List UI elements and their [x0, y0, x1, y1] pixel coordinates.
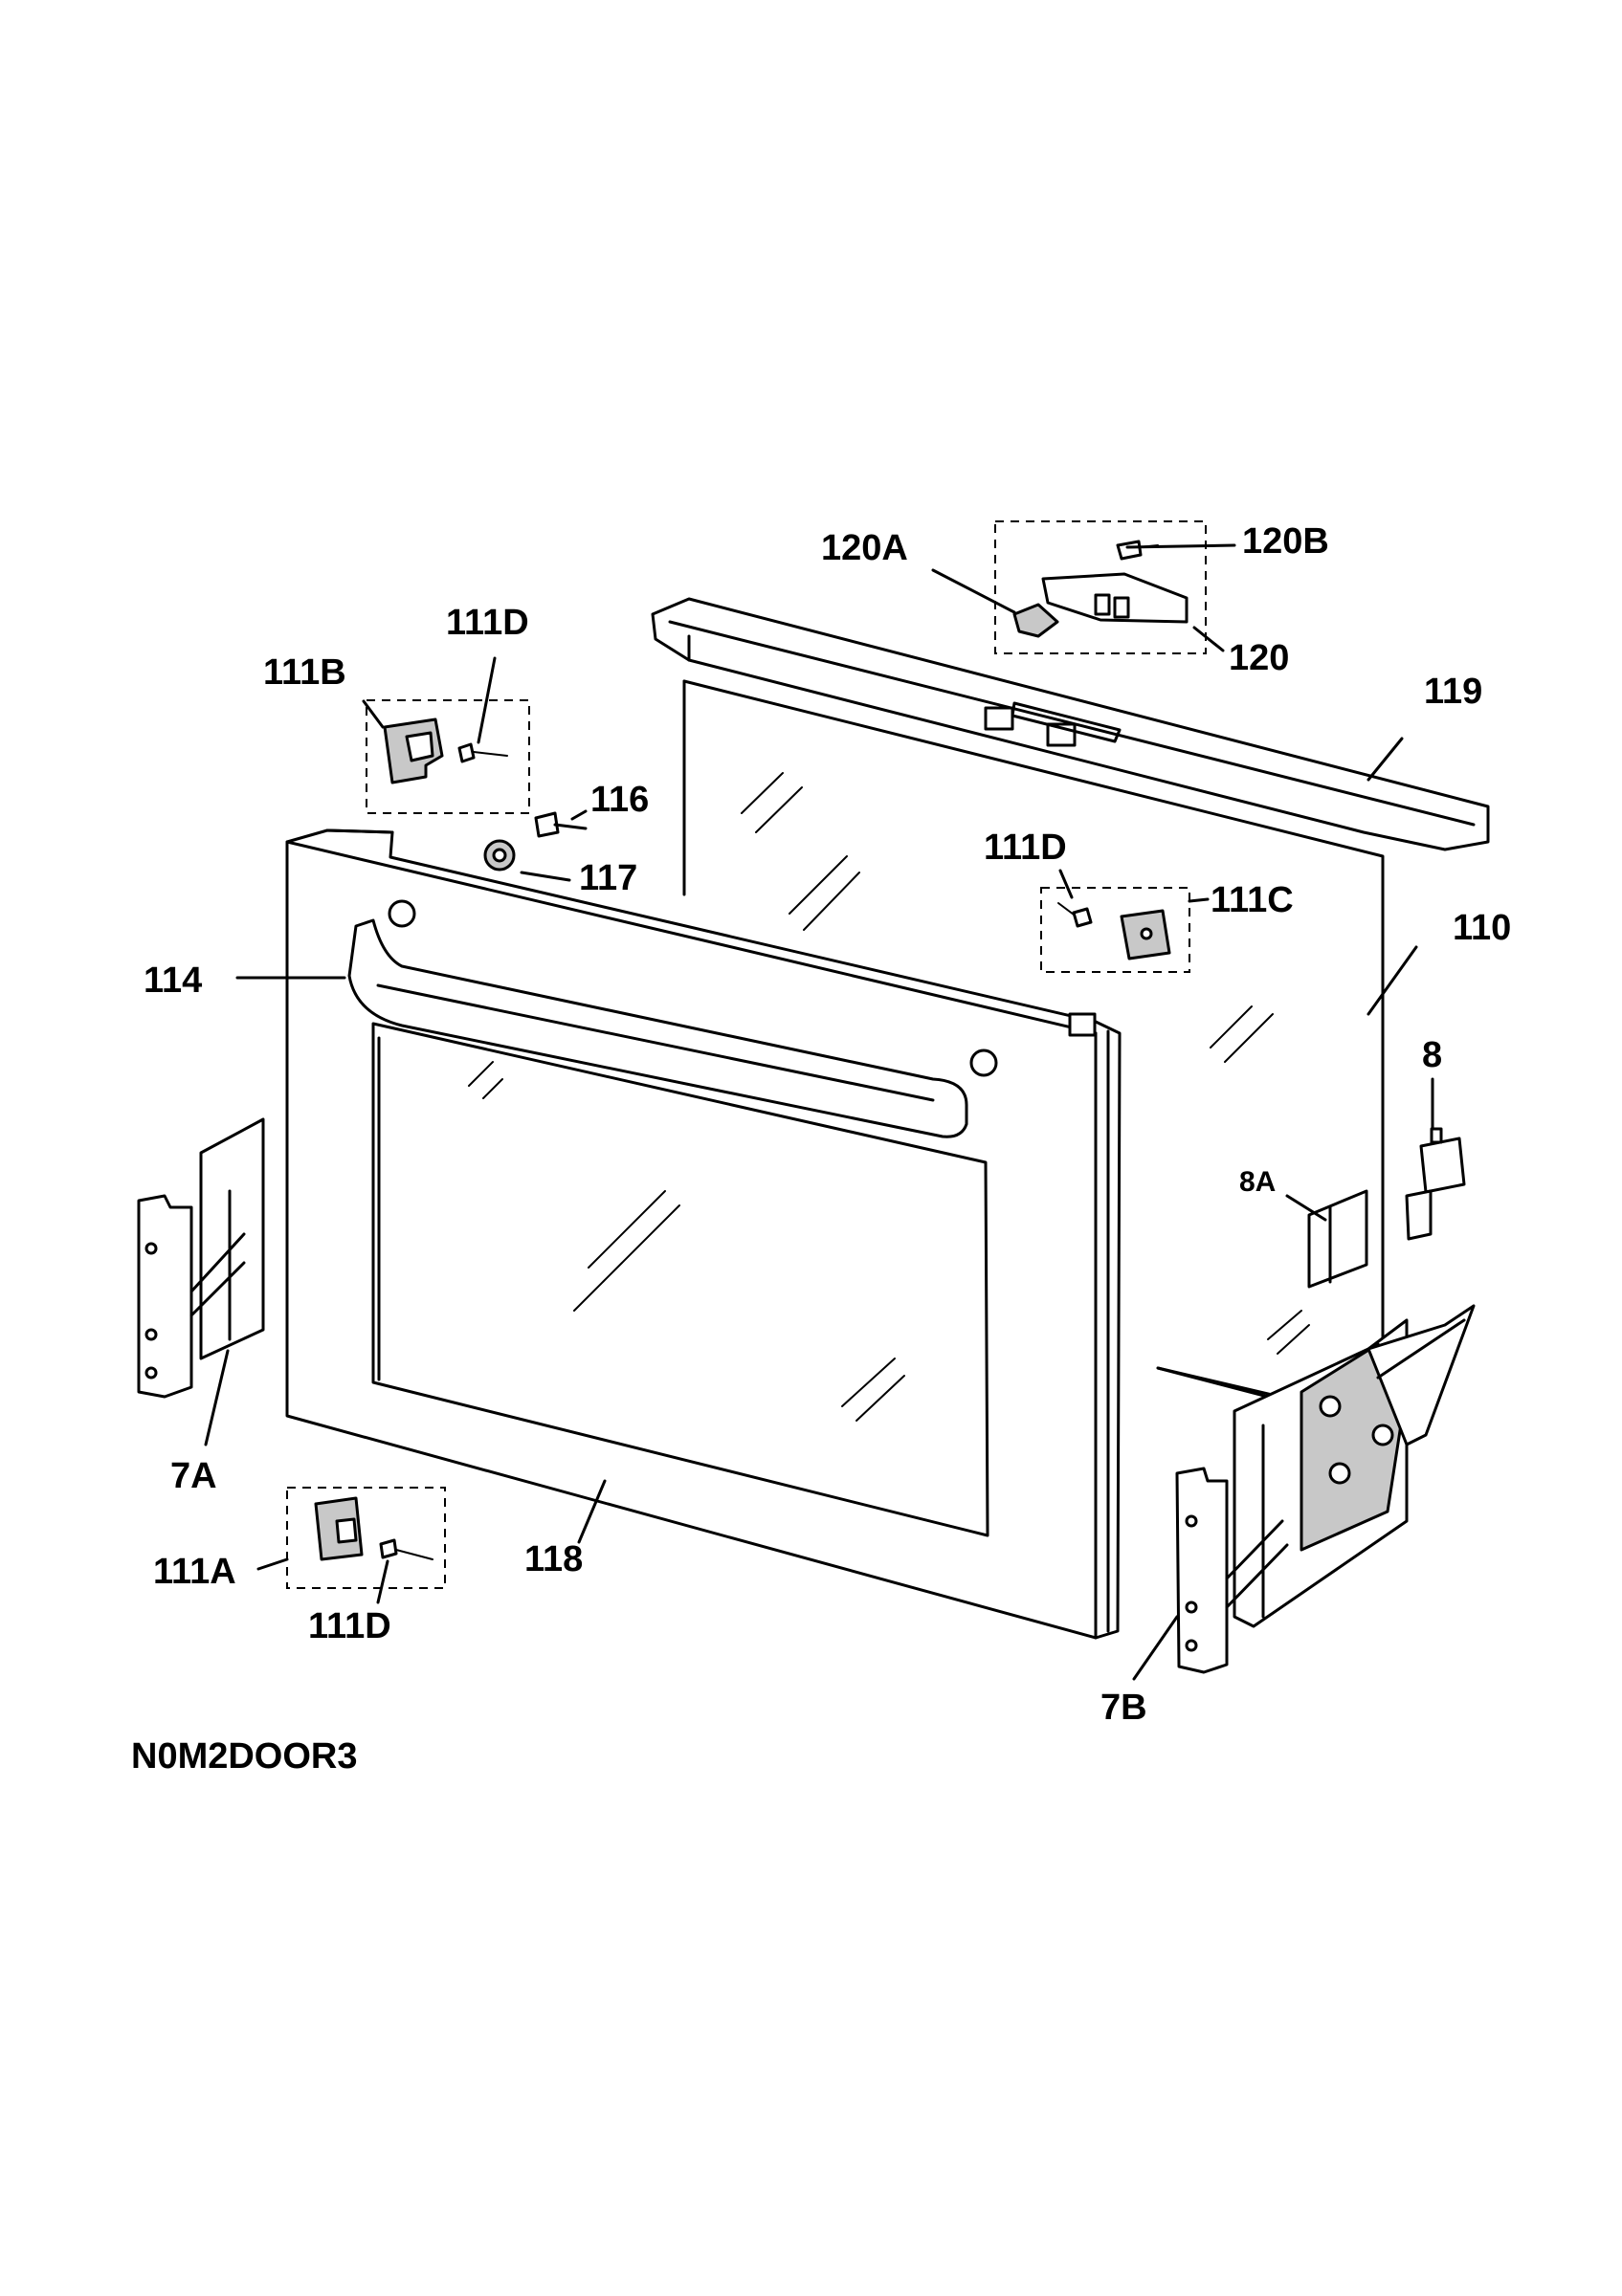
label-111D-top: 111D: [446, 603, 529, 643]
label-120: 120: [1229, 638, 1289, 678]
handle-screw-left: [388, 899, 416, 928]
label-120B: 120B: [1242, 521, 1329, 562]
label-119: 119: [1424, 672, 1482, 712]
label-120A: 120A: [821, 528, 908, 568]
label-118: 118: [524, 1539, 583, 1579]
label-111D-bot: 111D: [308, 1606, 391, 1646]
door-handle-114: [347, 899, 998, 1138]
label-7B: 7B: [1100, 1688, 1147, 1728]
part-labels: 120A 120B 120 119 111D 111B 116 117 111D…: [131, 521, 1511, 1777]
clip-assembly-111B: [366, 699, 530, 814]
clip-assembly-111C: [1040, 887, 1190, 973]
trim-clip: [984, 706, 1014, 731]
label-114: 114: [144, 960, 202, 1001]
label-7A: 7A: [170, 1456, 217, 1496]
catch-assembly-120: [994, 520, 1207, 654]
handle-screw-right: [969, 1049, 998, 1077]
screw-116: [534, 811, 588, 838]
outer-door-118: [285, 828, 1122, 1640]
label-116: 116: [590, 780, 649, 820]
clip-assembly-111A: [286, 1487, 446, 1589]
door-corner-bracket: [1068, 1012, 1097, 1037]
switch-bracket-8A: [1307, 1189, 1368, 1289]
door-switch-8: [1405, 1127, 1466, 1241]
label-111A: 111A: [153, 1552, 236, 1592]
label-110: 110: [1453, 908, 1511, 948]
right-hinge-7B: [1156, 1304, 1476, 1674]
washer-117: [483, 839, 516, 872]
label-111D-mid: 111D: [984, 828, 1067, 868]
diagram-code: N0M2DOOR3: [131, 1736, 358, 1777]
left-hinge-7A: [137, 1117, 265, 1399]
leader-lines: [204, 543, 1434, 1681]
label-8: 8: [1422, 1035, 1442, 1075]
label-8A: 8A: [1239, 1166, 1276, 1198]
label-111C: 111C: [1211, 880, 1294, 920]
top-trim-119: [651, 597, 1490, 851]
label-111B: 111B: [263, 652, 346, 693]
label-117: 117: [579, 858, 637, 898]
